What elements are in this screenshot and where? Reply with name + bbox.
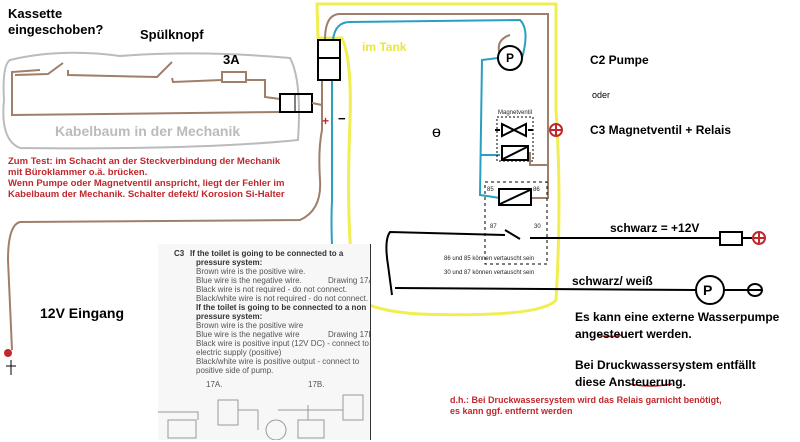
pressure-note: Bei Druckwassersystem entfällt diese Anst…	[575, 357, 756, 391]
scan-line: Black/white wire is positive output - co…	[196, 357, 360, 366]
harness-label: Kabelbaum in der Mechanik	[55, 123, 241, 139]
tank-connector	[317, 39, 341, 81]
plus-label: +	[322, 114, 330, 128]
scan-line: Blue wire is the negative wire.	[196, 276, 302, 285]
scan-figure-label: 17A.	[206, 380, 223, 389]
kann-underline	[597, 334, 623, 338]
swap-note-2: 30 und 87 können vertauscht sein	[444, 270, 535, 276]
black-white-wire	[394, 287, 748, 291]
scan-line: If the toilet is going to be connected t…	[196, 303, 367, 312]
scan-line: pressure system:	[196, 312, 263, 321]
relay-pin-85: 85	[487, 187, 494, 193]
minus-terminal-tank-icon: ө	[432, 124, 441, 141]
pump-note: Es kann eine externe Wasserpumpe angesteu…	[575, 309, 779, 343]
relay-note-line: d.h.: Bei Druckwassersystem wird das Rel…	[450, 395, 722, 405]
fuse-label: 3A	[223, 52, 240, 67]
or-label: oder	[592, 90, 611, 100]
scanned-manual-excerpt: C3 If the toilet is going to be connecte…	[158, 244, 371, 440]
pump-note-emphasis: kann	[593, 310, 622, 324]
scan-code: C3	[174, 249, 185, 258]
flush-button-label: Spülknopf	[140, 27, 204, 42]
plus-terminal-icon	[752, 231, 766, 245]
test-note-line: Wenn Pumpe oder Magnetventil anspricht, …	[8, 178, 285, 189]
cassette-label-line-2: eingeschoben?	[8, 22, 104, 37]
solenoid-valve-symbol	[495, 122, 533, 138]
relay-coil-slash	[499, 189, 531, 205]
scan-line: Black wire is not required - do not conn…	[196, 285, 348, 294]
scan-line: If the toilet is going to be connected t…	[190, 249, 344, 258]
brown-wire	[6, 13, 549, 351]
external-pump	[695, 275, 725, 305]
swap-note-1: 86 und 85 können vertauscht sein	[444, 256, 535, 262]
minus-terminal-icon	[747, 283, 763, 297]
scan-line: Black wire is positive input (12V DC) - …	[196, 339, 369, 348]
relay-pin-30: 30	[534, 224, 541, 230]
solenoid-coil-slash	[502, 146, 528, 160]
tank-outline	[315, 2, 561, 317]
external-pump-letter: P	[703, 282, 713, 298]
plus-terminal-tank-icon	[549, 123, 563, 137]
c3-label: C3 Magnetventil + Relais	[590, 123, 732, 137]
pump-note-text: angesteuert werden.	[575, 327, 692, 341]
pressure-note-text: Bei Druckwassersystem	[575, 358, 717, 372]
harness-connector	[279, 93, 313, 113]
input-terminal	[4, 349, 12, 357]
scan-line: electric supply (positive)	[196, 348, 282, 357]
test-note-line: mit Büroklammer o.ä. brücken.	[8, 167, 148, 178]
relay-note: d.h.: Bei Druckwassersystem wird das Rel…	[450, 395, 722, 417]
relay-note-line: es kann ggf. entfernt werden	[450, 406, 573, 416]
harness-wire	[11, 61, 281, 117]
scan-drawing-ref: Drawing 17B	[328, 330, 371, 339]
scan-line: Black/white wire is not required - do no…	[196, 294, 369, 303]
scan-line: positive side of pump.	[196, 366, 274, 375]
scan-line: Brown wire is the positive wire.	[196, 267, 306, 276]
scan-figure-label: 17B.	[308, 380, 325, 389]
relay-pin-86: 86	[533, 187, 540, 193]
pump-note-text: Es	[575, 310, 594, 324]
pump-note-text: eine externe Wasserpumpe	[621, 310, 780, 324]
relay-pin-87: 87	[490, 224, 497, 230]
test-note-line: Kabelbaum der Mechanik. Schalter defekt/…	[8, 189, 285, 200]
minus-label: −	[338, 111, 346, 126]
test-note: Zum Test: im Schacht an der Steckverbind…	[8, 156, 285, 200]
blue-wire	[330, 18, 527, 301]
pressure-note-text: diese Ansteuerung.	[575, 375, 686, 389]
relay-housing	[484, 181, 548, 265]
input-label: 12V Eingang	[40, 305, 125, 321]
scan-drawing-ref: Drawing 17A	[328, 276, 371, 285]
black-white-wire-label: schwarz/ weiß	[572, 274, 653, 288]
harness-outline	[2, 51, 300, 150]
input-lead	[6, 360, 16, 375]
scan-drawings	[158, 394, 364, 440]
scan-line: pressure system:	[196, 258, 263, 267]
fuse-12v	[719, 231, 743, 246]
pump-c2	[497, 45, 523, 71]
test-note-line: Zum Test: im Schacht an der Steckverbind…	[8, 156, 281, 167]
scan-line: Blue wire is the negative wire	[196, 330, 300, 339]
pump-letter: P	[506, 51, 515, 65]
black-wire	[385, 229, 752, 296]
in-tank-label: im Tank	[362, 40, 407, 54]
c2-label: C2 Pumpe	[590, 53, 649, 67]
cassette-label-line-1: Kassette	[8, 6, 63, 21]
fuse-3a	[221, 71, 247, 83]
entfaellt-underline	[629, 383, 673, 387]
pressure-note-emphasis: entfällt	[716, 358, 756, 372]
black-wire-label: schwarz = +12V	[610, 221, 700, 235]
solenoid-label: Magnetventil	[498, 110, 533, 116]
scan-line: Brown wire is the positive wire	[196, 321, 304, 330]
